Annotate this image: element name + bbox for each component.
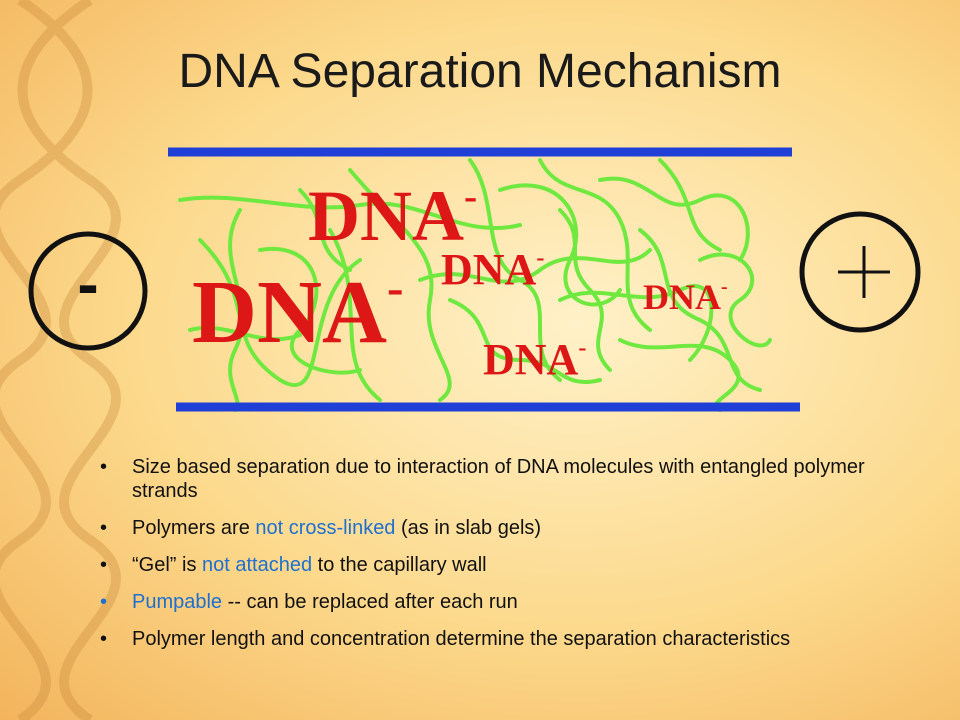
highlight-text: not cross-linked — [255, 517, 396, 539]
bullet-marker: • — [100, 591, 108, 613]
dna-label-bottom: DNA- — [483, 333, 587, 384]
negative-electrode-circle — [28, 231, 148, 351]
bullet-list: • Size based separation due to interacti… — [100, 455, 880, 664]
bullet-item: • Polymer length and concentration deter… — [100, 628, 791, 650]
bullet-item: • Polymers are not cross-linked (as in s… — [100, 517, 542, 539]
bullet-item: • “Gel” is not attached to the capillary… — [100, 554, 487, 576]
negative-electrode-sign: - — [77, 248, 99, 320]
positive-electrode-circle — [799, 211, 921, 333]
bullet-item: • Pumpable -- can be replaced after each… — [100, 591, 518, 613]
dna-label-middle: DNA- — [441, 243, 545, 294]
bullet-marker: • — [100, 456, 108, 478]
bullet-marker: • — [100, 628, 108, 650]
bullet-item: • Size based separation due to interacti… — [100, 456, 865, 502]
dna-label-top: DNA- — [308, 174, 478, 256]
dna-label-large: DNA- — [192, 259, 404, 362]
highlight-text: not attached — [202, 554, 313, 576]
capillary-diagram — [28, 147, 921, 412]
slide-title: DNA Separation Mechanism — [178, 45, 782, 98]
bullet-marker: • — [100, 517, 108, 539]
helix-background-decoration — [0, 0, 121, 720]
dna-label-right: DNA- — [643, 276, 728, 317]
highlight-text: Pumpable — [132, 591, 223, 613]
polymer-strands — [178, 158, 772, 412]
bullet-marker: • — [100, 554, 108, 576]
